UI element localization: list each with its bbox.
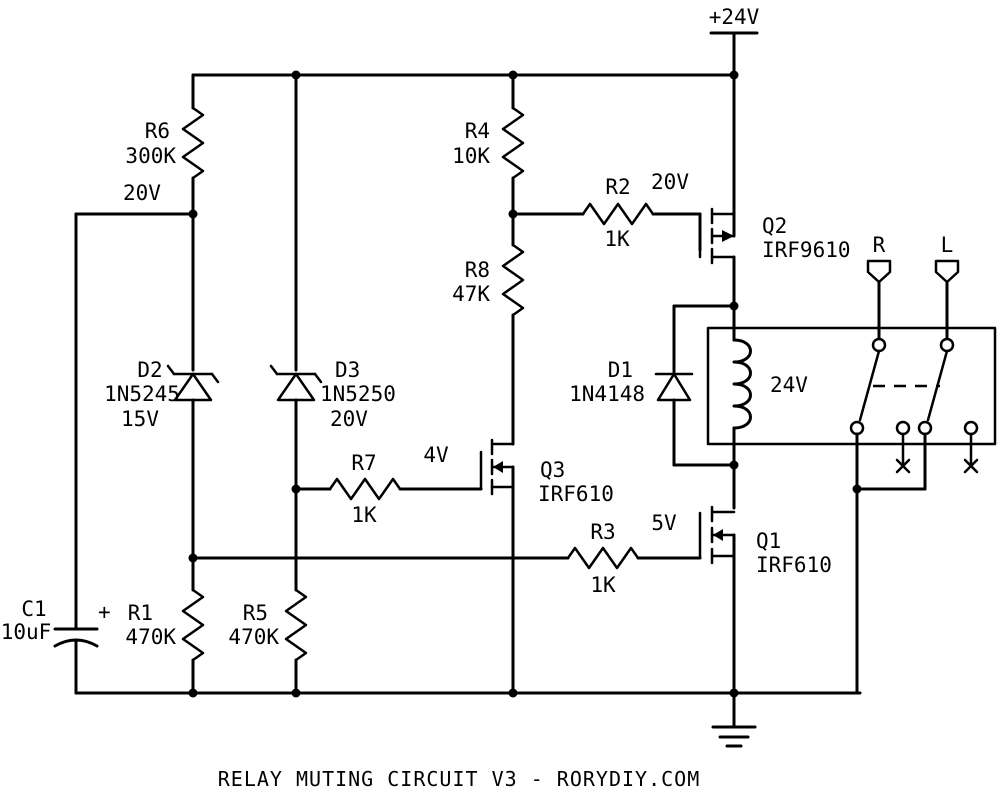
q2-ref: Q2 bbox=[762, 214, 787, 238]
q3-mosfet bbox=[479, 438, 515, 496]
r7-resistor bbox=[328, 477, 402, 501]
relay-switch-left bbox=[917, 337, 979, 467]
junction-dots bbox=[188, 70, 862, 698]
q2-part: IRF9610 bbox=[762, 238, 851, 262]
node-label-4v: 4V bbox=[423, 443, 449, 467]
r7-value: 1K bbox=[351, 503, 377, 527]
d1-ref: D1 bbox=[608, 358, 633, 382]
output-l-connector bbox=[934, 259, 960, 340]
r8-value: 47K bbox=[452, 282, 490, 306]
r1-ref: R1 bbox=[128, 601, 153, 625]
r2-resistor bbox=[581, 202, 655, 226]
r1-value: 470K bbox=[125, 625, 176, 649]
node-label-20v-gate: 20V bbox=[651, 170, 689, 194]
supply-label: +24V bbox=[709, 5, 760, 29]
ground-symbol bbox=[711, 691, 757, 748]
r1-resistor bbox=[181, 588, 205, 662]
q3-part: IRF610 bbox=[538, 482, 614, 506]
output-r-connector bbox=[866, 259, 892, 340]
r5-resistor bbox=[284, 588, 308, 662]
d2-zener bbox=[166, 364, 220, 402]
r8-ref: R8 bbox=[465, 258, 490, 282]
d1-diode bbox=[654, 372, 694, 402]
r6-resistor bbox=[181, 106, 205, 180]
relay-coil-voltage: 24V bbox=[770, 373, 808, 397]
r7-ref: R7 bbox=[351, 451, 376, 475]
q1-ref: Q1 bbox=[756, 529, 781, 553]
r6-value: 300K bbox=[125, 144, 176, 168]
r4-value: 10K bbox=[452, 144, 490, 168]
output-l-label: L bbox=[941, 233, 954, 257]
r2-ref: R2 bbox=[605, 175, 630, 199]
d2-part: 1N5245 bbox=[104, 382, 180, 406]
d3-voltage: 20V bbox=[330, 407, 368, 431]
r2-value: 1K bbox=[604, 227, 630, 251]
r4-resistor bbox=[501, 106, 525, 180]
relay-box bbox=[706, 326, 997, 446]
diagram-title: RELAY MUTING CIRCUIT V3 - RORYDIY.COM bbox=[218, 767, 701, 791]
no-connect-marks bbox=[895, 458, 979, 474]
supply-symbol bbox=[709, 31, 759, 77]
r5-value: 470K bbox=[228, 625, 279, 649]
r8-resistor bbox=[501, 243, 525, 317]
r6-ref: R6 bbox=[145, 119, 170, 143]
c1-polarity: + bbox=[98, 600, 111, 624]
q1-part: IRF610 bbox=[756, 553, 832, 577]
d2-ref: D2 bbox=[137, 358, 162, 382]
node-label-20v-left: 20V bbox=[123, 181, 161, 205]
r3-ref: R3 bbox=[590, 520, 615, 544]
output-r-label: R bbox=[873, 233, 886, 257]
q2-mosfet bbox=[698, 207, 736, 265]
c1-ref: C1 bbox=[21, 597, 46, 621]
r3-value: 1K bbox=[590, 573, 616, 597]
r5-ref: R5 bbox=[243, 601, 268, 625]
d2-voltage: 15V bbox=[121, 407, 159, 431]
d3-part: 1N5250 bbox=[320, 382, 396, 406]
r3-resistor bbox=[566, 546, 640, 570]
d1-part: 1N4148 bbox=[569, 382, 645, 406]
q3-ref: Q3 bbox=[540, 458, 565, 482]
c1-value: 10uF bbox=[1, 620, 52, 644]
node-label-5v: 5V bbox=[651, 511, 677, 535]
relay-switch-right bbox=[849, 337, 911, 467]
relay-coil bbox=[732, 338, 752, 430]
q1-mosfet bbox=[698, 505, 736, 565]
r4-ref: R4 bbox=[465, 119, 490, 143]
d3-ref: D3 bbox=[335, 358, 360, 382]
relay-common-ground-wire bbox=[855, 432, 927, 695]
